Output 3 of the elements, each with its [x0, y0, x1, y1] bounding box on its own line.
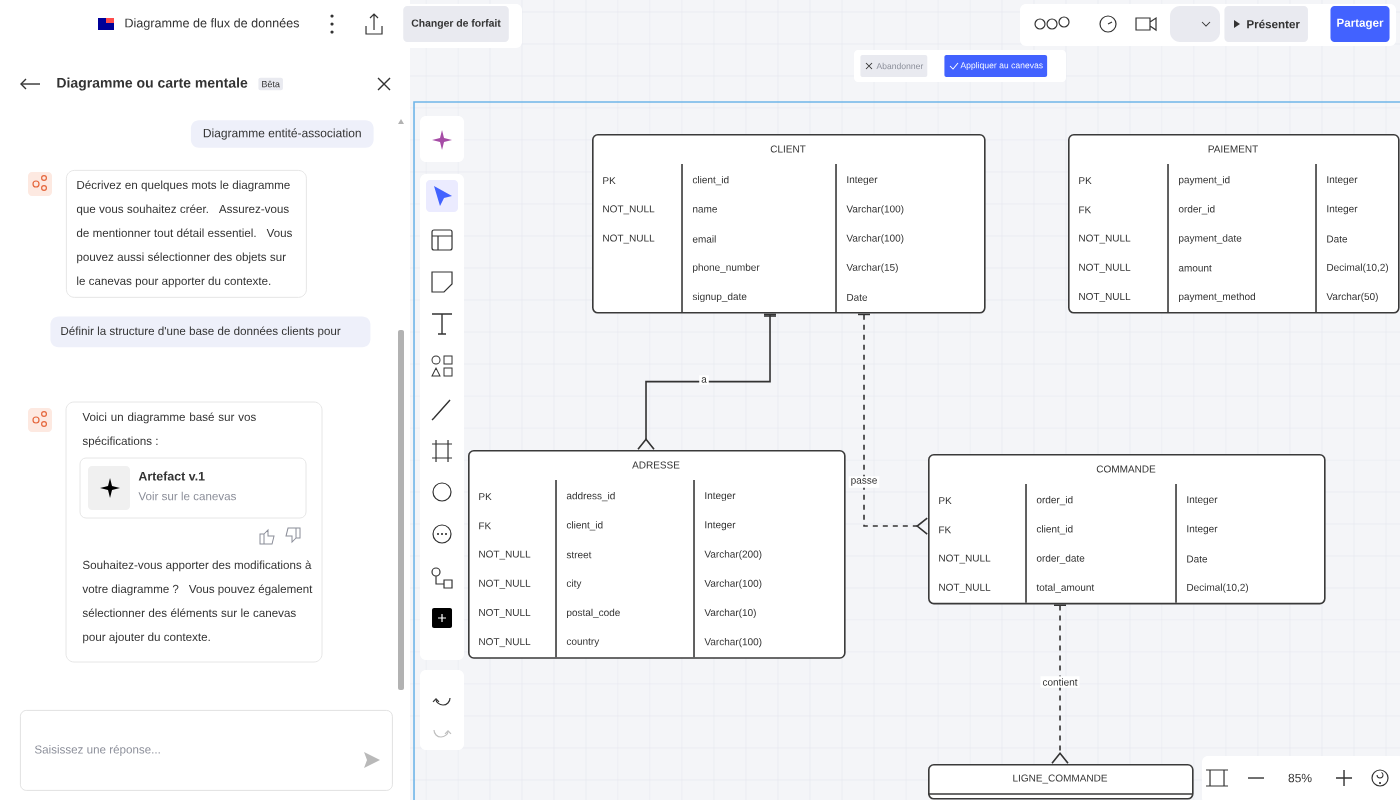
connector: [1051, 604, 1069, 764]
connector: [857, 313, 928, 535]
connector: [637, 313, 777, 450]
